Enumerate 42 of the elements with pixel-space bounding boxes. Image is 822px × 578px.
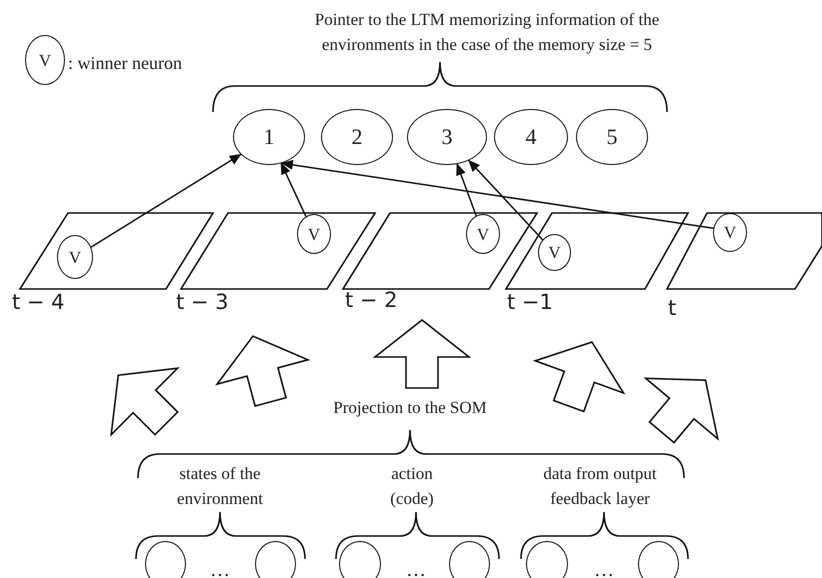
som-map <box>343 213 537 289</box>
som-map <box>181 213 375 289</box>
input-neuron-circle <box>339 541 381 578</box>
input-neuron-circle <box>638 541 679 578</box>
annotation-text: action (code) <box>389 463 435 510</box>
node-label: 1 <box>264 126 274 148</box>
time-label: t <box>668 297 676 320</box>
som-map <box>667 213 822 289</box>
input-neuron-circle <box>255 541 296 578</box>
node-label: V <box>68 248 82 266</box>
node-label: 2 <box>352 126 362 148</box>
annotation-text: Pointer to the LTM memorizing information of the environments in the case of the memory size = 5 <box>314 9 660 56</box>
arrow <box>456 163 477 216</box>
neuron-circle <box>25 35 65 85</box>
arrow <box>90 154 242 248</box>
input-neuron-circle <box>526 541 568 578</box>
ellipsis: … <box>209 558 231 578</box>
node-label: 3 <box>442 126 452 148</box>
node-label: V <box>724 224 736 241</box>
arrow <box>468 160 544 240</box>
node-label: V <box>476 226 490 242</box>
som-map <box>20 213 213 289</box>
node-label: 4 <box>526 126 536 148</box>
node-label: V <box>548 244 561 261</box>
time-label: t − 3 <box>176 291 229 314</box>
annotation-text: data from output feedback layer <box>542 463 658 510</box>
annotation-text: Projection to the SOM <box>332 397 488 419</box>
time-label: t −1 <box>507 291 553 314</box>
time-label: t − 2 <box>345 289 398 312</box>
node-label: V <box>38 52 52 68</box>
input-neuron-circle <box>145 541 186 578</box>
node-label: V <box>308 226 320 242</box>
ellipsis: … <box>593 558 615 578</box>
input-neuron-circle <box>449 541 490 578</box>
arrow <box>280 162 307 217</box>
time-label: t − 4 <box>12 291 65 314</box>
arrow <box>280 160 714 230</box>
som-map <box>506 213 688 289</box>
node-label: 5 <box>606 126 618 148</box>
annotation-text: states of the environment <box>176 463 264 510</box>
legend-text: : winner neuron <box>68 54 182 74</box>
ellipsis: … <box>405 558 427 578</box>
